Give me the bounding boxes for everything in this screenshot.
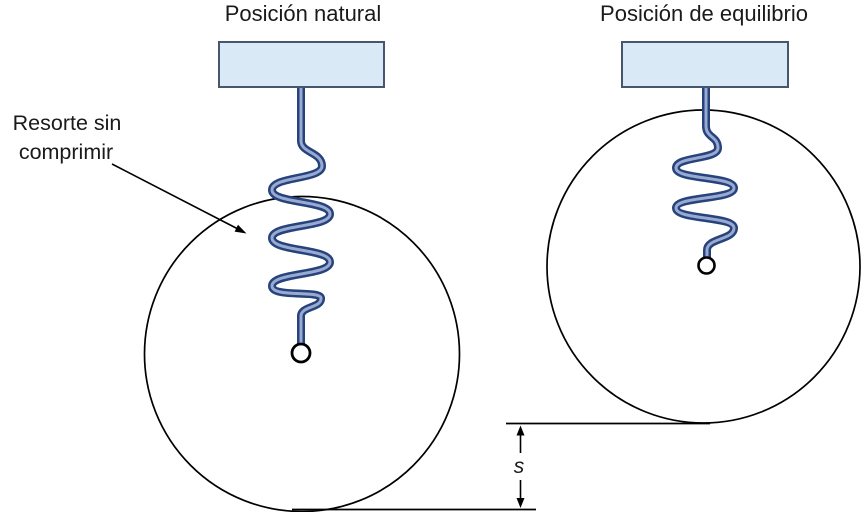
- spring-label-line1: Resorte sin: [13, 111, 122, 135]
- annotation-arrow-line: [111, 163, 238, 230]
- left-panel-title: Posición natural: [225, 1, 382, 26]
- arrow-up-icon: [516, 425, 525, 436]
- right-spring-coil-highlight: [674, 85, 736, 260]
- spring-label-line2: comprimir: [19, 140, 113, 164]
- left-spring-coil-highlight: [270, 84, 332, 347]
- left-spring-hook: [290, 342, 312, 364]
- annotation-arrow-head-icon: [234, 224, 247, 234]
- arrow-down-icon: [516, 498, 525, 508]
- right-support-block: [621, 41, 789, 88]
- left-support-block: [218, 41, 385, 88]
- right-spring: [671, 83, 739, 275]
- right-spring-hook: [697, 256, 716, 275]
- right-panel-title: Posición de equilibrio: [600, 1, 808, 26]
- distance-label: s: [514, 455, 525, 478]
- left-spring: [267, 82, 335, 364]
- annotation-arrow: [111, 163, 247, 234]
- distance-dimension-arrow: [516, 425, 525, 508]
